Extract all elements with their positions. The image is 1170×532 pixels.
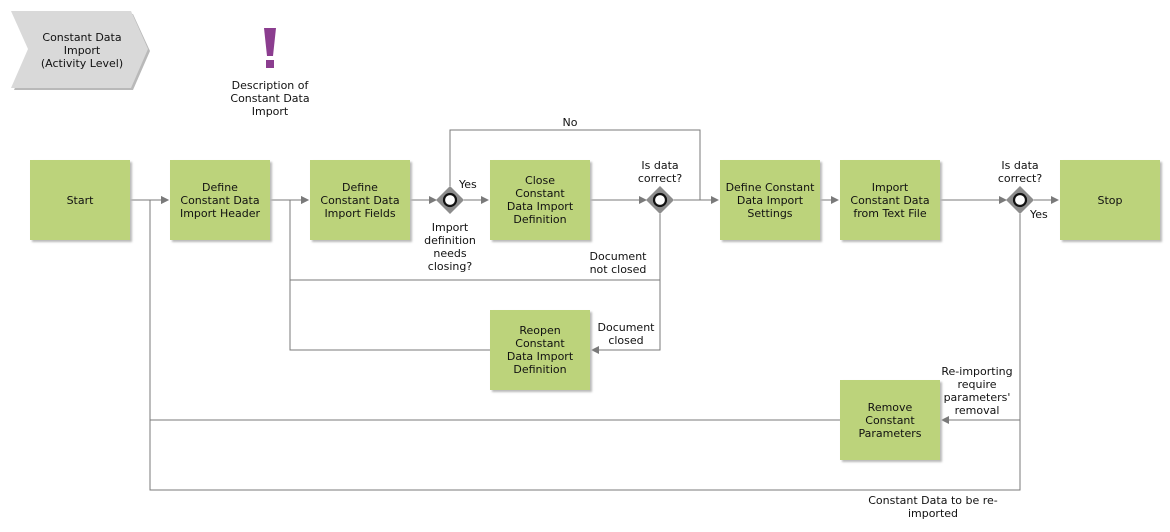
- flow-label-document-closed: Document closed: [597, 321, 655, 347]
- gateway-is-correct-2-label: Is data correct?: [997, 159, 1043, 185]
- gateway-needs-closing-label: Import definition needs closing?: [424, 221, 476, 273]
- flow-gateway1-no: [449, 129, 701, 200]
- gateway-is-correct-2: [1006, 186, 1034, 214]
- activity-start[interactable]: Start: [30, 160, 130, 240]
- gateway-is-correct-1-label: Is data correct?: [637, 159, 683, 185]
- flow-label-yes-2: Yes: [1030, 208, 1048, 221]
- flow-label-reimport-data: Constant Data to be re- imported: [868, 494, 998, 520]
- flow-label-yes-1: Yes: [459, 178, 477, 191]
- activity-stop[interactable]: Stop: [1060, 160, 1160, 240]
- flow-label-reimport-require: Re-importing require parameters' removal: [941, 365, 1013, 417]
- activity-close-definition[interactable]: Close Constant Data Import Definition: [490, 160, 590, 240]
- activity-import-text-file[interactable]: Import Constant Data from Text File: [840, 160, 940, 240]
- flow-remove-to-header: [149, 196, 840, 421]
- activity-reopen-definition[interactable]: Reopen Constant Data Import Definition: [490, 310, 590, 390]
- flow-label-no: No: [562, 116, 578, 129]
- process-chevron: [11, 11, 150, 90]
- note-description: Description of Constant Data Import: [230, 79, 310, 118]
- flow-reopen-to-fields: [289, 280, 490, 351]
- flow-reimport-data: [149, 420, 1021, 491]
- activity-define-fields[interactable]: Define Constant Data Import Fields: [310, 160, 410, 240]
- flow-document-closed: [591, 280, 661, 354]
- flow-document-not-closed: [289, 200, 661, 281]
- gateway-needs-closing: [436, 186, 464, 214]
- activity-define-header[interactable]: Define Constant Data Import Header: [170, 160, 270, 240]
- gateway-is-correct-1: [646, 186, 674, 214]
- exclamation-icon: [264, 28, 276, 68]
- activity-remove-parameters[interactable]: Remove Constant Parameters: [840, 380, 940, 460]
- process-title: Constant Data Import (Activity Level): [40, 31, 124, 70]
- activity-define-settings[interactable]: Define Constant Data Import Settings: [720, 160, 820, 240]
- flow-label-document-not-closed: Document not closed: [589, 250, 647, 276]
